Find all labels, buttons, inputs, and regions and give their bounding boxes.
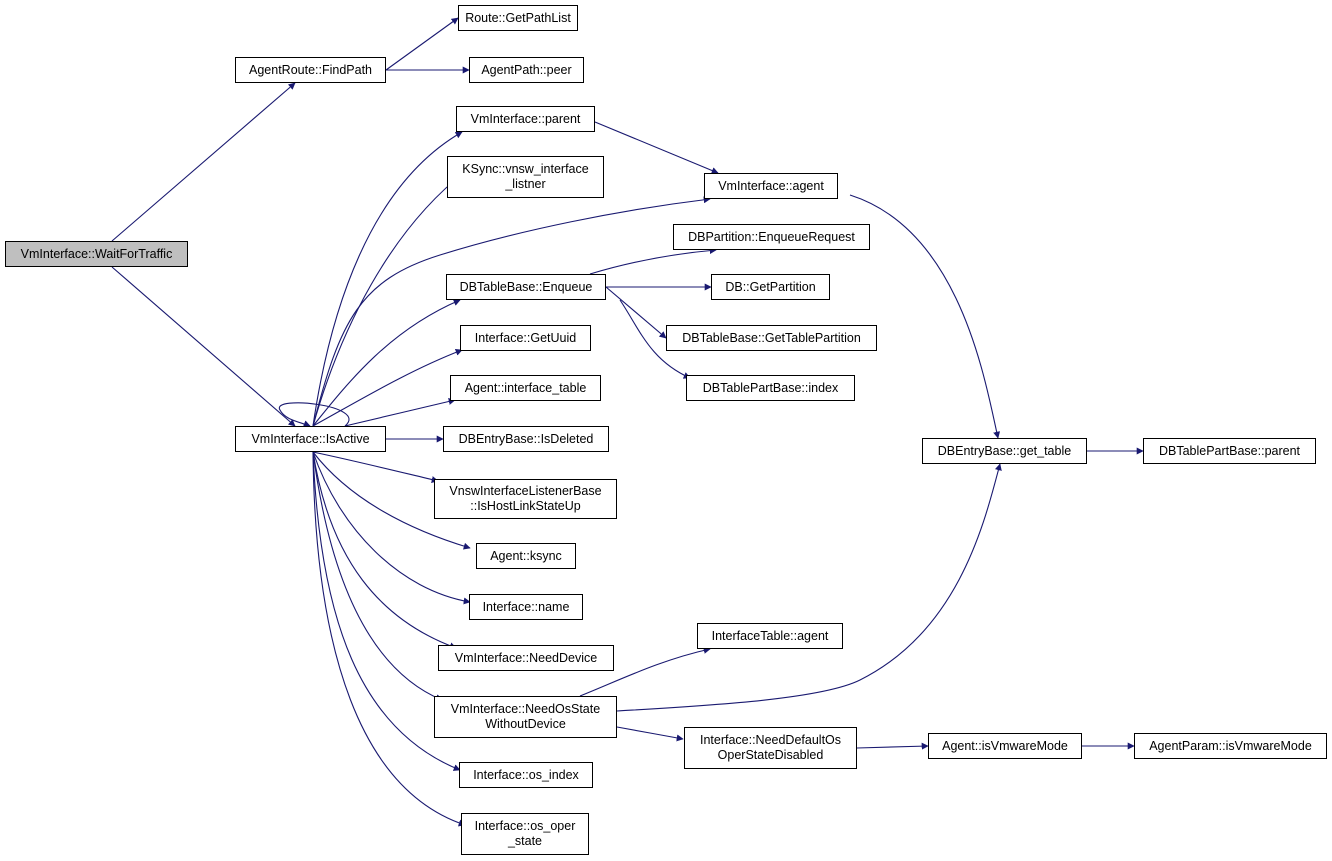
node-label: Interface::GetUuid — [474, 330, 577, 345]
node-ksync[interactable]: Agent::ksync — [476, 543, 576, 569]
node-dbpart-enq[interactable]: DBPartition::EnqueueRequest — [673, 224, 870, 250]
node-getpathlist[interactable]: Route::GetPathList — [458, 5, 578, 31]
node-ksync-vnsw[interactable]: KSync::vnsw_interface_listner — [447, 156, 604, 198]
node-label: DBTableBase::GetTablePartition — [682, 330, 861, 345]
edge-isactive-to-enqueue — [312, 299, 461, 427]
edge-wait-to-isactive — [111, 266, 296, 427]
edge-isactive-to-osindex — [312, 451, 461, 771]
node-vmparent[interactable]: VmInterface::parent — [456, 106, 595, 132]
node-label: VmInterface::IsActive — [251, 431, 370, 446]
node-ifname[interactable]: Interface::name — [469, 594, 583, 620]
node-label: InterfaceTable::agent — [711, 628, 829, 643]
node-label: DBTablePartBase::index — [702, 380, 839, 395]
node-label: Interface::name — [482, 599, 570, 614]
node-label: Agent::interface_table — [464, 380, 587, 395]
node-index[interactable]: DBTablePartBase::index — [686, 375, 855, 401]
edge-isactive-to-ksync — [312, 451, 471, 550]
edge-enqueue-to-dbpart_enq — [589, 247, 717, 275]
node-label: Interface::os_index — [473, 767, 579, 782]
edge-isactive-to-vmagent — [312, 196, 711, 427]
node-enqueue[interactable]: DBTableBase::Enqueue — [446, 274, 606, 300]
edge-isactive-to-needosstate — [312, 451, 443, 701]
node-label: DBEntryBase::get_table — [937, 443, 1072, 458]
edges — [111, 17, 1144, 827]
edge-isactive-to-ksync_vnsw — [312, 170, 467, 427]
node-label: DBTablePartBase::parent — [1158, 443, 1301, 458]
node-gettable[interactable]: DBEntryBase::get_table — [922, 438, 1087, 464]
edge-isactive-to-iftable — [344, 397, 456, 427]
node-label: WithoutDevice — [485, 717, 566, 731]
node-label: KSync::vnsw_interface — [462, 162, 589, 176]
node-label: ::IsHostLinkStateUp — [470, 499, 581, 513]
edge-enqueue-to-index — [619, 299, 691, 379]
node-getpartition[interactable]: DB::GetPartition — [711, 274, 830, 300]
node-getuuid[interactable]: Interface::GetUuid — [460, 325, 591, 351]
node-vmagent[interactable]: VmInterface::agent — [704, 173, 838, 199]
edge-isactive-to-needdevice — [312, 451, 457, 650]
edge-needosstate-to-gettable — [616, 463, 1002, 712]
node-gettablepartition[interactable]: DBTableBase::GetTablePartition — [666, 325, 877, 351]
node-paramvmware[interactable]: AgentParam::isVmwareMode — [1134, 733, 1327, 759]
edge-isactive-to-getuuid — [312, 348, 463, 427]
node-osindex[interactable]: Interface::os_index — [459, 762, 593, 788]
edge-findpath-to-getpathlist — [385, 17, 459, 71]
node-label: AgentRoute::FindPath — [249, 62, 372, 77]
node-label: DBPartition::EnqueueRequest — [688, 229, 855, 244]
node-label: Agent::ksync — [490, 548, 562, 563]
node-isvmware[interactable]: Agent::isVmwareMode — [928, 733, 1082, 759]
node-partparent[interactable]: DBTablePartBase::parent — [1143, 438, 1316, 464]
edge-isactive-to-isactive — [278, 402, 350, 427]
node-label: VnswInterfaceListenerBase — [449, 484, 602, 498]
node-wait[interactable]: VmInterface::WaitForTraffic — [5, 241, 188, 267]
node-label: VmInterface::WaitForTraffic — [20, 246, 173, 261]
node-label: DBTableBase::Enqueue — [459, 279, 593, 294]
node-label: OperStateDisabled — [717, 748, 824, 762]
node-label: Route::GetPathList — [465, 10, 571, 25]
edge-vmparent-to-vmagent — [594, 121, 719, 174]
edge-wait-to-findpath — [111, 82, 296, 242]
node-peer[interactable]: AgentPath::peer — [469, 57, 584, 83]
edge-needosstate-to-iftableagent — [579, 646, 711, 697]
edge-isactive-to-ifname — [312, 451, 471, 605]
node-iftableagent[interactable]: InterfaceTable::agent — [697, 623, 843, 649]
node-isdeleted[interactable]: DBEntryBase::IsDeleted — [443, 426, 609, 452]
node-osoper[interactable]: Interface::os_oper_state — [461, 813, 589, 855]
node-iftable[interactable]: Agent::interface_table — [450, 375, 601, 401]
node-label: AgentPath::peer — [481, 62, 572, 77]
node-label: DBEntryBase::IsDeleted — [458, 431, 594, 446]
node-label: _state — [507, 834, 543, 848]
node-label: AgentParam::isVmwareMode — [1149, 738, 1312, 753]
node-findpath[interactable]: AgentRoute::FindPath — [235, 57, 386, 83]
edge-isactive-to-hostlink — [312, 451, 439, 483]
edge-vmagent-to-gettable — [849, 194, 1001, 439]
edge-isactive-to-osoper — [312, 451, 466, 827]
edge-enqueue-to-gettablepartition — [605, 286, 667, 339]
node-needdevice[interactable]: VmInterface::NeedDevice — [438, 645, 614, 671]
node-label: VmInterface::parent — [470, 111, 581, 126]
node-label: DB::GetPartition — [725, 279, 816, 294]
node-label: VmInterface::agent — [718, 178, 824, 193]
node-label: _listner — [505, 177, 546, 191]
node-isactive[interactable]: VmInterface::IsActive — [235, 426, 386, 452]
node-label: VmInterface::NeedDevice — [454, 650, 598, 665]
node-label: Agent::isVmwareMode — [942, 738, 1068, 753]
edge-needosstate-to-needdefaultos — [616, 726, 684, 742]
edge-needdefaultos-to-isvmware — [856, 742, 929, 750]
node-label: Interface::NeedDefaultOs — [699, 733, 842, 747]
node-label: Interface::os_oper — [474, 819, 576, 833]
edge-isactive-to-vmparent — [312, 131, 463, 427]
node-hostlink[interactable]: VnswInterfaceListenerBase::IsHostLinkSta… — [434, 479, 617, 519]
node-label: VmInterface::NeedOsState — [450, 702, 601, 716]
